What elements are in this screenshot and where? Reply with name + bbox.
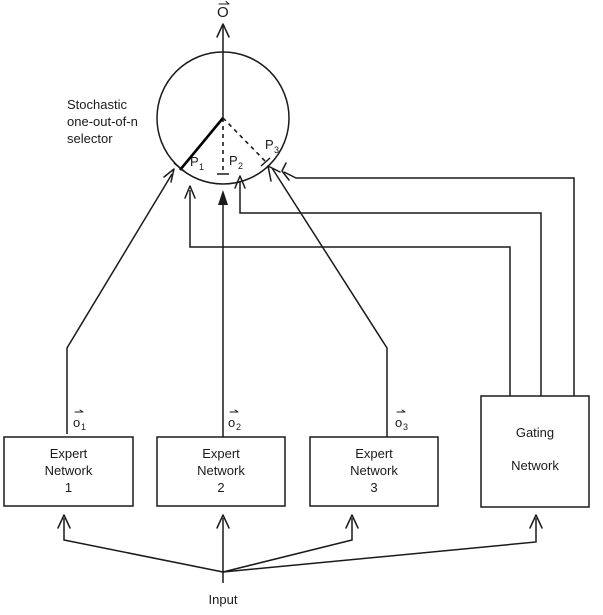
svg-text:o: o xyxy=(395,415,402,430)
output-arrow xyxy=(216,23,230,118)
expert-1-output-line xyxy=(66,168,175,434)
gating-network: Gating Network xyxy=(480,395,590,508)
svg-text:3: 3 xyxy=(403,422,408,432)
selector-label-line-1: Stochastic xyxy=(67,97,127,112)
svg-text:2: 2 xyxy=(236,422,241,432)
svg-text:P: P xyxy=(190,154,199,169)
expert-network-1: Expert Network 1 xyxy=(3,436,134,507)
probability-label-3: P 3 xyxy=(265,137,279,155)
input-fanout-lines xyxy=(57,514,543,583)
svg-text:Gating: Gating xyxy=(516,425,554,440)
gating-line-p3 xyxy=(281,162,575,396)
svg-text:Network: Network xyxy=(197,463,245,478)
svg-text:Expert: Expert xyxy=(50,446,88,461)
vector-arrow-icon xyxy=(218,0,230,5)
gating-line-p2 xyxy=(234,175,542,396)
svg-text:1: 1 xyxy=(81,422,86,432)
gating-line-p1 xyxy=(184,185,511,396)
svg-text:o: o xyxy=(228,415,235,430)
selector-label-line-2: one-out-of-n xyxy=(67,114,138,129)
svg-text:Network: Network xyxy=(511,458,559,473)
switch-arm-3 xyxy=(222,117,267,163)
output-label: O xyxy=(217,0,230,21)
svg-text:P: P xyxy=(265,137,274,152)
svg-text:3: 3 xyxy=(370,480,377,495)
probability-label-2: P 2 xyxy=(229,153,243,171)
expert-output-label-1: o 1 xyxy=(73,409,86,432)
contact-3-tick xyxy=(260,157,271,167)
svg-text:3: 3 xyxy=(274,145,279,155)
contact-1-tick xyxy=(173,162,185,172)
svg-text:Network: Network xyxy=(45,463,93,478)
svg-text:2: 2 xyxy=(217,480,224,495)
svg-text:o: o xyxy=(73,415,80,430)
expert-network-3: Expert Network 3 xyxy=(309,436,439,507)
svg-text:1: 1 xyxy=(199,162,204,172)
expert-network-2: Expert Network 2 xyxy=(156,436,286,507)
probability-label-1: P 1 xyxy=(190,154,204,172)
selector-circle xyxy=(156,51,290,185)
expert-output-label-3: o 3 xyxy=(395,409,408,432)
expert-3-output-line xyxy=(267,165,388,438)
svg-text:P: P xyxy=(229,153,238,168)
svg-text:Network: Network xyxy=(350,463,398,478)
selected-switch-arm xyxy=(178,117,225,171)
selector-label: Stochastic one-out-of-n selector xyxy=(67,97,138,146)
input-label: Input xyxy=(209,592,238,607)
output-symbol: O xyxy=(217,4,229,21)
svg-text:Expert: Expert xyxy=(202,446,240,461)
expert-2-output-line xyxy=(218,190,228,438)
svg-text:2: 2 xyxy=(238,161,243,171)
svg-text:Expert: Expert xyxy=(355,446,393,461)
selector-label-line-3: selector xyxy=(67,131,113,146)
svg-text:1: 1 xyxy=(65,480,72,495)
arrowhead-icon xyxy=(218,190,228,205)
expert-output-label-2: o 2 xyxy=(228,409,241,432)
